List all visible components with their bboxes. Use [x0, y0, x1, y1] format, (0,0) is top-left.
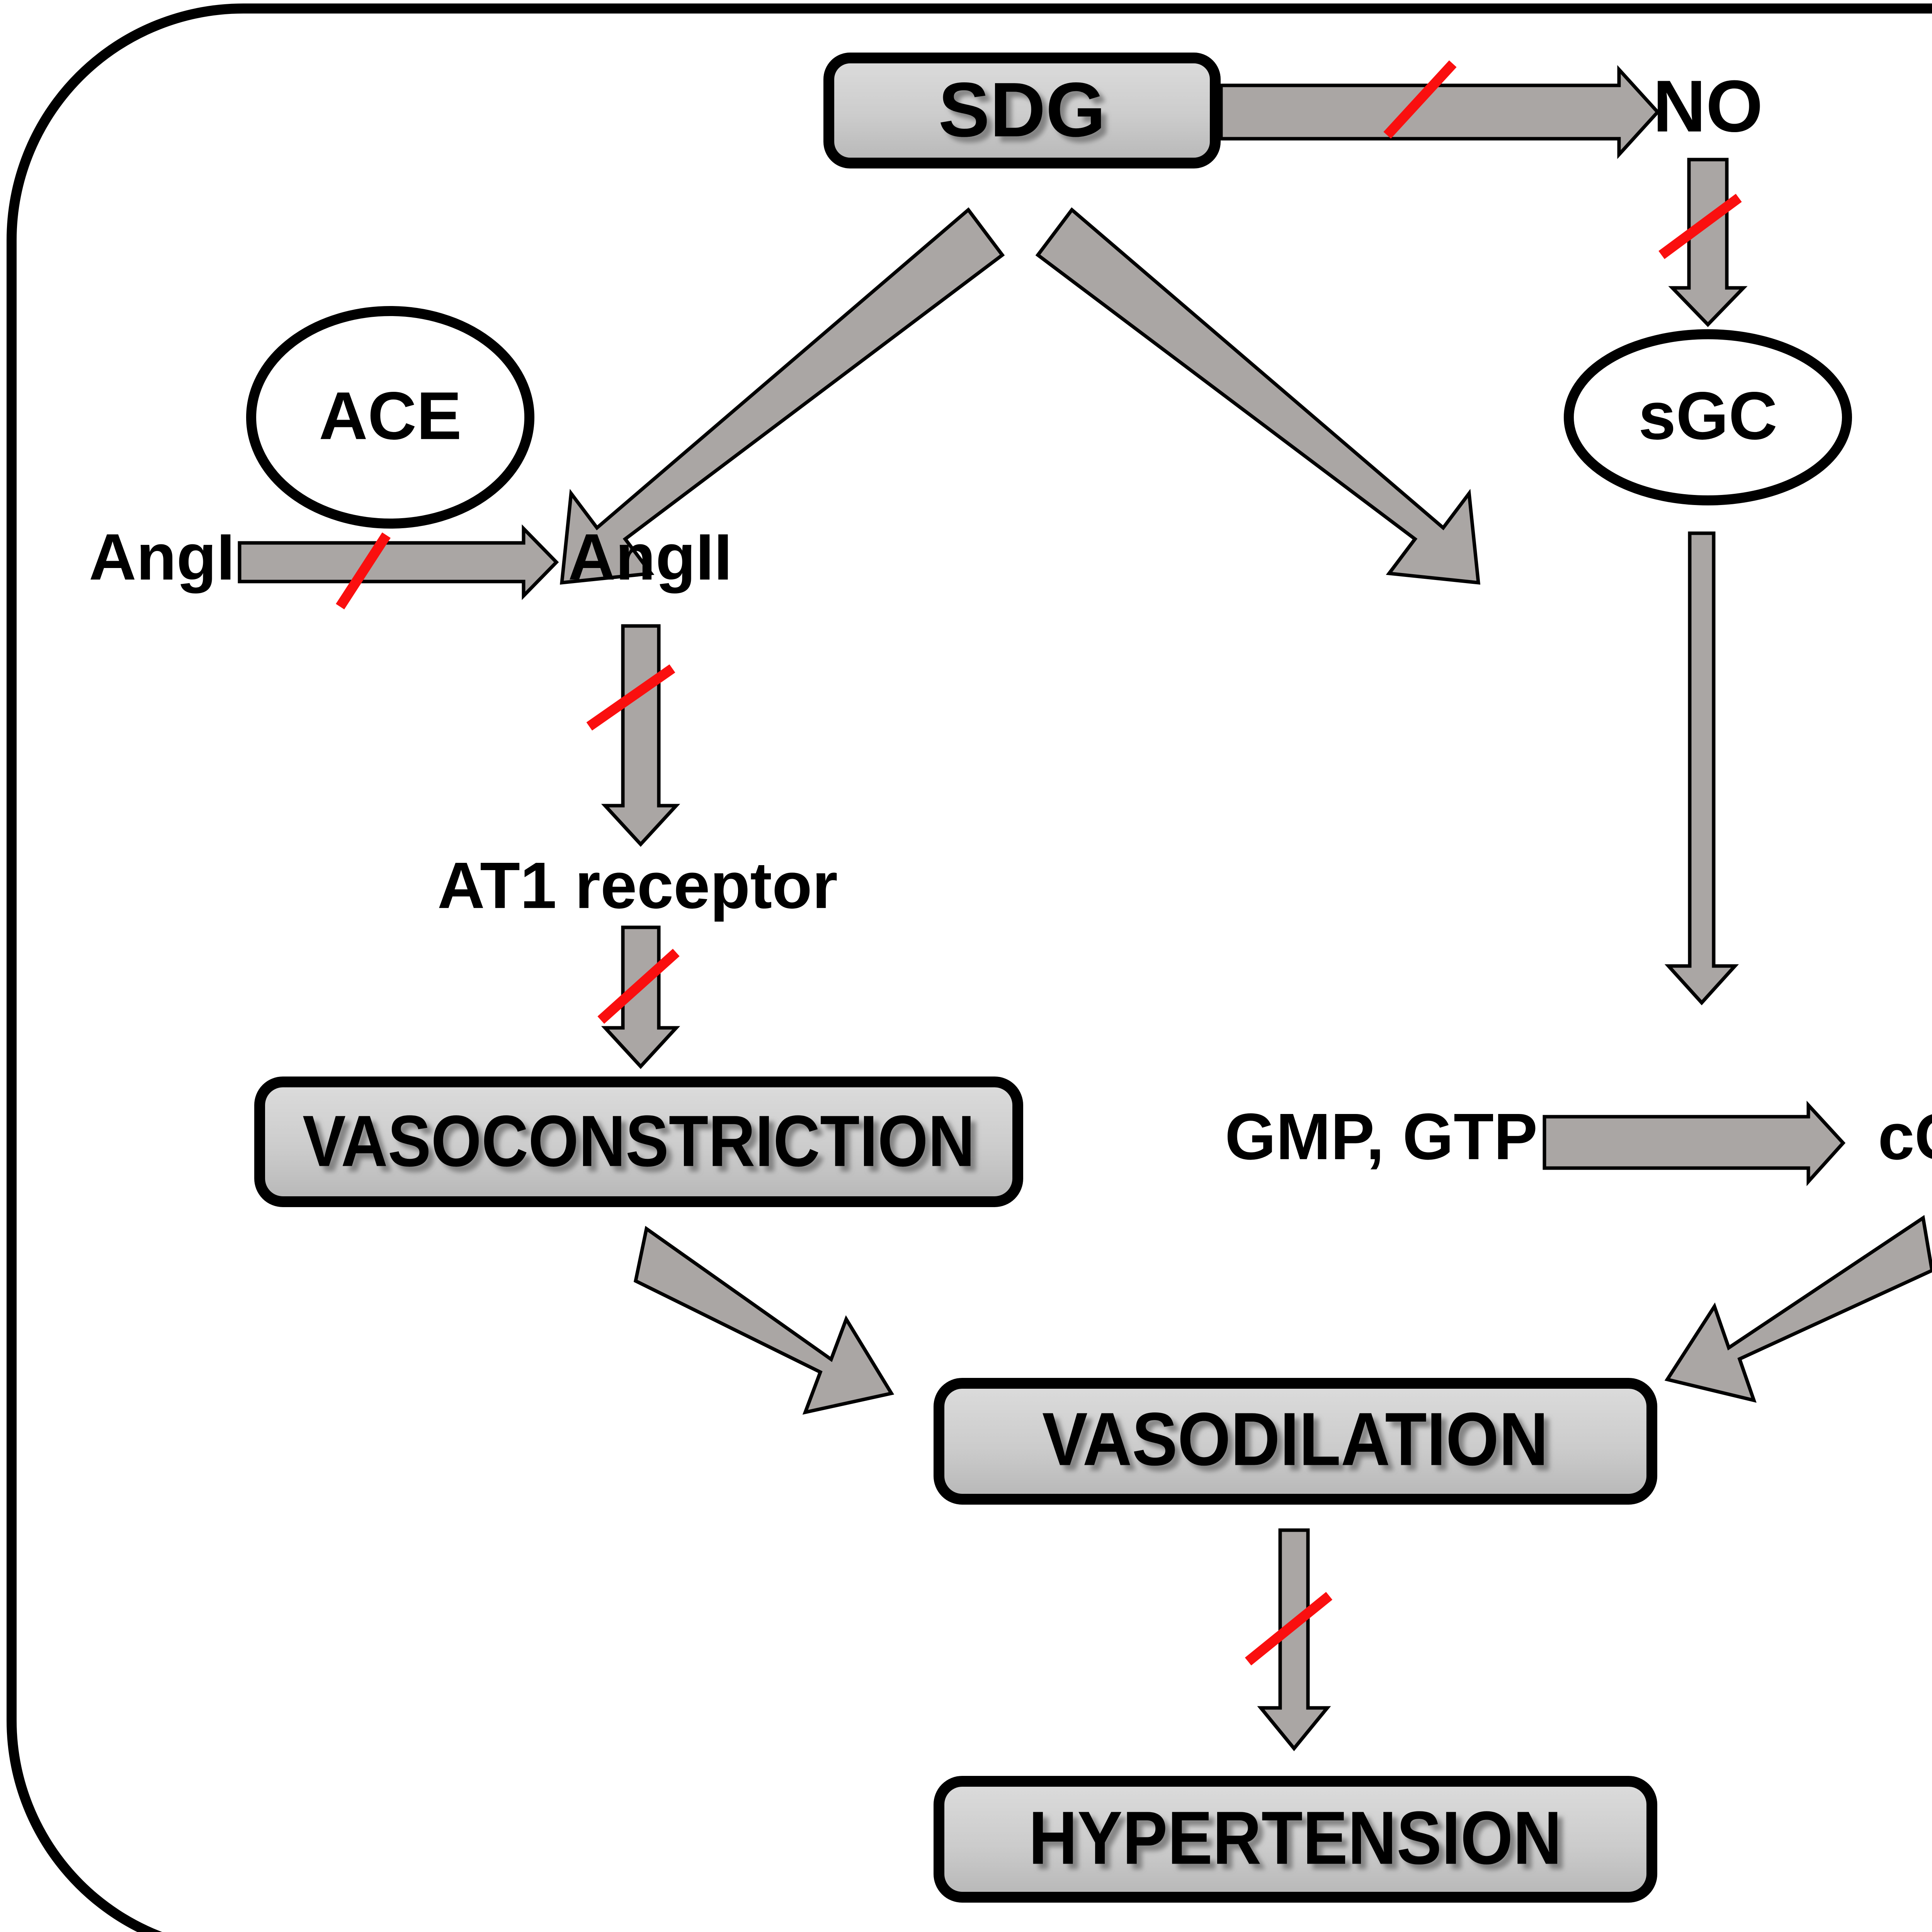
node-angII-label: AngII [568, 520, 732, 594]
node-vasodilation-label: VASODILATION [1042, 1397, 1548, 1481]
arrow-shaft-at1-to-vasoconstriction [601, 925, 680, 1069]
edge-angII-to-at1 [601, 624, 680, 847]
node-hypertension-label: HYPERTENSION [1029, 1796, 1562, 1880]
edge-sgc-to-gmp [1664, 531, 1739, 1005]
edge-sdg-to-no [1219, 65, 1660, 159]
node-ace[interactable]: ACE [246, 306, 534, 529]
node-sgc-ellipse[interactable] [1564, 329, 1852, 505]
node-sgc[interactable]: sGC [1564, 329, 1852, 505]
inhibition-slash-angI-to-angII [336, 532, 391, 610]
arrow-shaft-gmp-to-cgmp [1543, 1100, 1846, 1186]
inhibition-slash-angII-to-at1 [586, 664, 675, 731]
edge-sdg-to-ace [560, 207, 1005, 585]
edge-gmp-to-cgmp [1543, 1100, 1846, 1186]
arrow-shaft-cgmp-to-vasodilation [1664, 1215, 1932, 1403]
node-cgmp-label: cGMP [1878, 1100, 1932, 1173]
node-no-label: NO [1653, 65, 1763, 147]
node-vasoconstriction-label: VASOCONSTRICTION [303, 1100, 975, 1182]
node-at1-label: AT1 receptor [437, 849, 838, 922]
edge-no-to-sgc [1668, 158, 1748, 327]
node-ace-ellipse[interactable] [246, 306, 534, 529]
node-sdg[interactable]: SDG [823, 53, 1221, 168]
arrow-shaft-sdg-to-sgc [1035, 207, 1481, 585]
arrow-shaft-sdg-to-no [1219, 65, 1660, 159]
inhibition-slash-vasodilation-to-hypertension [1245, 1592, 1333, 1666]
node-hypertension[interactable]: HYPERTENSION [934, 1776, 1657, 1903]
node-sgc-label: sGC [1638, 378, 1777, 454]
node-vasoconstriction[interactable]: VASOCONSTRICTION [254, 1077, 1023, 1207]
arrow-shaft-sgc-to-gmp [1664, 531, 1739, 1005]
node-ace-label: ACE [319, 378, 461, 454]
edge-vasoconstriction-to-vasodilation [633, 1226, 895, 1415]
node-vasoconstriction-box[interactable] [254, 1077, 1023, 1207]
edge-angI-to-angII [238, 524, 559, 600]
inhibition-slash-no-to-sgc [1658, 194, 1742, 259]
inhibition-slash-sdg-to-no [1383, 60, 1457, 139]
edge-at1-to-vasoconstriction [601, 925, 680, 1069]
node-hypertension-box[interactable] [934, 1776, 1657, 1903]
arrow-shaft-vasodilation-to-hypertension [1257, 1528, 1331, 1752]
node-angI-label: AngI [89, 520, 235, 594]
diagram-outer-frame [7, 3, 1932, 1932]
edge-cgmp-to-vasodilation [1664, 1215, 1932, 1403]
node-sdg-label: SDG [938, 67, 1105, 153]
arrow-shaft-sdg-to-ace [560, 207, 1005, 585]
inhibition-slash-at1-to-vasoconstriction [597, 949, 680, 1024]
arrow-shaft-no-to-sgc [1668, 158, 1748, 327]
node-sdg-box[interactable] [823, 53, 1221, 168]
node-gmp-gtp-label: GMP, GTP [1225, 1100, 1537, 1173]
arrow-shaft-angII-to-at1 [601, 624, 680, 847]
arrow-shaft-angI-to-angII [238, 524, 559, 600]
edge-sdg-to-sgc [1035, 207, 1481, 585]
arrow-shaft-vasoconstriction-to-vasodilation [633, 1226, 895, 1415]
node-vasodilation-box[interactable] [934, 1378, 1657, 1505]
edge-vasodilation-to-hypertension [1257, 1528, 1331, 1752]
node-vasodilation[interactable]: VASODILATION [934, 1378, 1657, 1505]
